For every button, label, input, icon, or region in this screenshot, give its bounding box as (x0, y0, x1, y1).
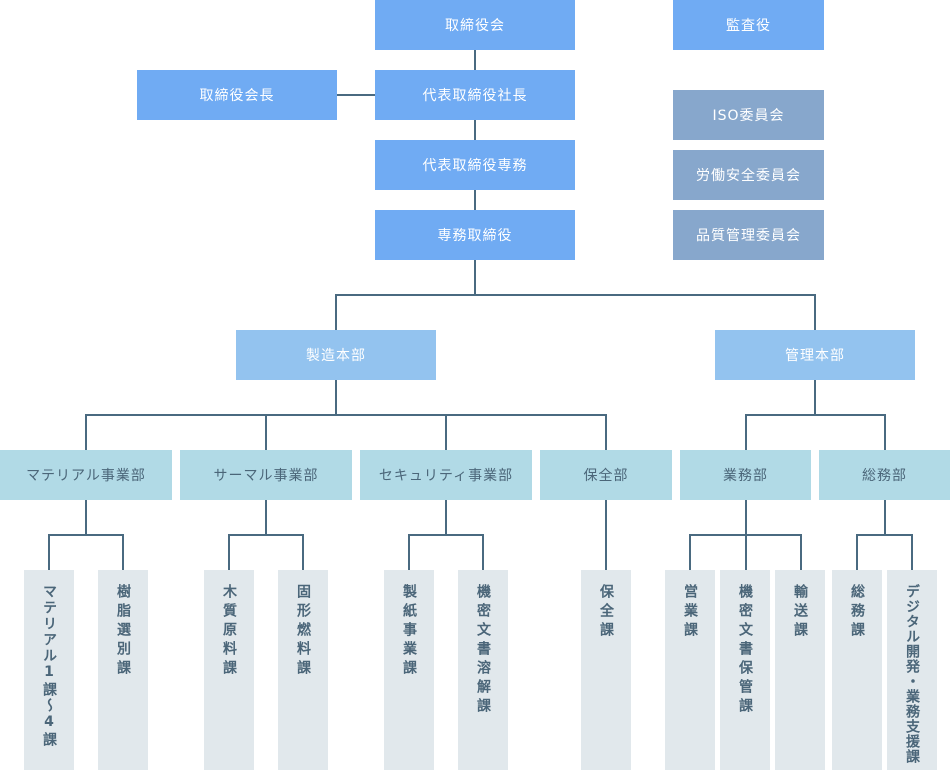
connector-line (745, 414, 885, 416)
connector-line (884, 414, 886, 450)
connector-line (48, 534, 124, 536)
node-label: 製造本部 (306, 348, 366, 364)
connector-line (265, 414, 267, 450)
connector-line (302, 534, 304, 570)
connector-line (814, 380, 816, 415)
connector-line (408, 534, 484, 536)
node-label: 保全課 (598, 584, 614, 641)
node-section: 輸送課 (775, 570, 825, 770)
node-label: デジタル開発・業務支援課 (904, 584, 920, 764)
node-label: 木質原料課 (221, 584, 237, 679)
node-committee-iso: ISO委員会 (673, 90, 824, 140)
connector-line (85, 414, 607, 416)
node-label: マテリアル1課～4課 (41, 584, 57, 748)
connector-line (605, 500, 607, 570)
connector-line (911, 534, 913, 570)
node-label: 機密文書溶解課 (475, 584, 491, 717)
connector-line (856, 534, 913, 536)
node-section: 固形燃料課 (278, 570, 328, 770)
node-label: セキュリティ事業部 (378, 468, 514, 484)
node-label: 取締役会長 (199, 88, 275, 104)
connector-line (335, 380, 337, 415)
node-label: 監査役 (726, 18, 771, 34)
node-dept-security: セキュリティ事業部 (360, 450, 532, 500)
node-hq-management: 管理本部 (715, 330, 915, 380)
connector-line (122, 534, 124, 570)
connector-line (337, 94, 375, 96)
connector-line (228, 534, 230, 570)
connector-line (335, 294, 337, 330)
node-label: 代表取締役専務 (422, 158, 528, 174)
node-section: マテリアル1課～4課 (24, 570, 74, 770)
connector-line (689, 534, 691, 570)
connector-line (474, 50, 476, 70)
connector-line (335, 294, 816, 296)
connector-line (689, 534, 802, 536)
connector-line (85, 500, 87, 535)
node-hq-manufacturing: 製造本部 (236, 330, 436, 380)
connector-line (228, 534, 304, 536)
node-label: 業務部 (723, 468, 768, 484)
connector-line (856, 534, 858, 570)
node-label: 輸送課 (792, 584, 808, 641)
node-label: 製紙事業課 (401, 584, 417, 679)
node-dept-maintenance: 保全部 (540, 450, 672, 500)
node-label: 総務課 (849, 584, 865, 641)
node-section: 木質原料課 (204, 570, 254, 770)
node-rep-senior-md: 代表取締役専務 (375, 140, 575, 190)
connector-line (605, 414, 607, 450)
node-dept-general-affairs: 総務部 (819, 450, 950, 500)
node-label: 品質管理委員会 (696, 228, 801, 244)
node-label: 専務取締役 (437, 228, 513, 244)
node-chairman: 取締役会長 (137, 70, 337, 120)
node-dept-material: マテリアル事業部 (0, 450, 172, 500)
node-section: デジタル開発・業務支援課 (887, 570, 937, 770)
node-label: 管理本部 (785, 348, 845, 364)
node-president: 代表取締役社長 (375, 70, 575, 120)
node-section: 総務課 (832, 570, 882, 770)
node-label: 労働安全委員会 (696, 168, 801, 184)
node-label: 代表取締役社長 (422, 88, 528, 104)
connector-line (445, 414, 447, 450)
node-senior-md: 専務取締役 (375, 210, 575, 260)
node-section: 保全課 (581, 570, 631, 770)
node-dept-thermal: サーマル事業部 (180, 450, 352, 500)
node-dept-operations: 業務部 (680, 450, 811, 500)
node-label: 機密文書保管課 (737, 584, 753, 717)
node-section: 営業課 (665, 570, 715, 770)
connector-line (408, 534, 410, 570)
connector-line (265, 500, 267, 535)
connector-line (85, 414, 87, 450)
node-label: 取締役会 (445, 18, 505, 34)
node-section: 機密文書溶解課 (458, 570, 508, 770)
connector-line (48, 534, 50, 570)
node-label: ISO委員会 (712, 108, 785, 124)
connector-line (482, 534, 484, 570)
connector-line (814, 294, 816, 330)
node-section: 樹脂選別課 (98, 570, 148, 770)
connector-line (884, 500, 886, 535)
node-committee-quality: 品質管理委員会 (673, 210, 824, 260)
node-label: マテリアル事業部 (26, 468, 146, 484)
node-auditor: 監査役 (673, 0, 824, 50)
node-label: 営業課 (682, 584, 698, 641)
node-label: 保全部 (583, 468, 629, 484)
connector-line (445, 500, 447, 535)
node-label: 総務部 (862, 468, 907, 484)
node-section: 製紙事業課 (384, 570, 434, 770)
node-committee-safety: 労働安全委員会 (673, 150, 824, 200)
node-label: 固形燃料課 (295, 584, 311, 679)
node-label: 樹脂選別課 (115, 584, 131, 679)
node-section: 機密文書保管課 (720, 570, 770, 770)
connector-line (800, 534, 802, 570)
node-label: サーマル事業部 (213, 468, 319, 484)
connector-line (474, 190, 476, 210)
connector-line (474, 260, 476, 295)
connector-line (745, 414, 747, 450)
node-board: 取締役会 (375, 0, 575, 50)
connector-line (474, 120, 476, 140)
